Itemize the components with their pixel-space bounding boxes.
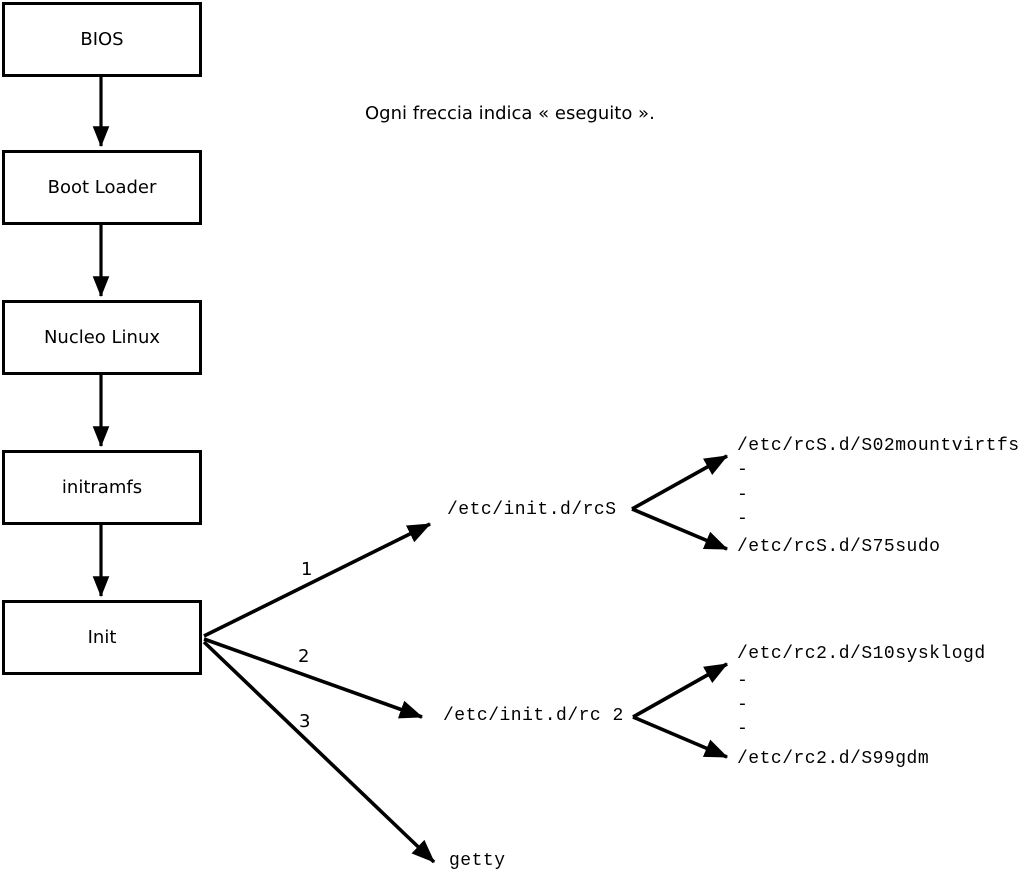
flow-box-initramfs: initramfs [2,450,202,525]
branch-number-1: 1 [301,559,313,580]
arrow-init-to-rc2 [203,637,424,719]
script-label-getty: getty [449,851,506,871]
arrow-rcs-to-s02mountvirtfs [631,454,729,511]
arrow-rcs-to-s75sudo [631,507,729,551]
script-label-rc2: /etc/init.d/rc 2 [443,706,624,726]
flow-box-label: Boot Loader [47,177,157,198]
arrow-init-to-getty [202,640,436,864]
ellipsis-dash: - [737,719,749,739]
arrow-rc2-to-s10sysklogd [632,662,729,719]
diagram-caption: Ogni freccia indica « eseguito ». [365,103,655,124]
script-label-s75sudo: /etc/rcS.d/S75sudo [737,537,941,557]
ellipsis-dash: - [737,460,749,480]
flow-box-boot-loader: Boot Loader [2,150,202,225]
branch-number-2: 2 [298,646,310,667]
flow-box-bios: BIOS [2,2,202,77]
ellipsis-dash: - [737,485,749,505]
arrow-rc2-to-s99gdm [632,715,729,759]
ellipsis-dash: - [737,671,749,691]
flow-box-label: initramfs [61,477,143,498]
script-label-s10sysklogd: /etc/rc2.d/S10sysklogd [737,644,986,664]
flow-box-label: Nucleo Linux [43,327,161,348]
branch-number-3: 3 [299,711,311,732]
flow-box-init: Init [2,600,202,675]
ellipsis-dash: - [737,509,749,529]
script-label-s99gdm: /etc/rc2.d/S99gdm [737,749,930,769]
ellipsis-dash: - [737,695,749,715]
flow-box-label: BIOS [80,29,124,50]
flow-box-nucleo-linux: Nucleo Linux [2,300,202,375]
arrow-init-to-rcs [203,522,432,638]
flow-box-label: Init [87,627,117,648]
script-label-s02mountvirtfs: /etc/rcS.d/S02mountvirtfs [737,436,1020,456]
script-label-rcs: /etc/init.d/rcS [447,500,617,520]
